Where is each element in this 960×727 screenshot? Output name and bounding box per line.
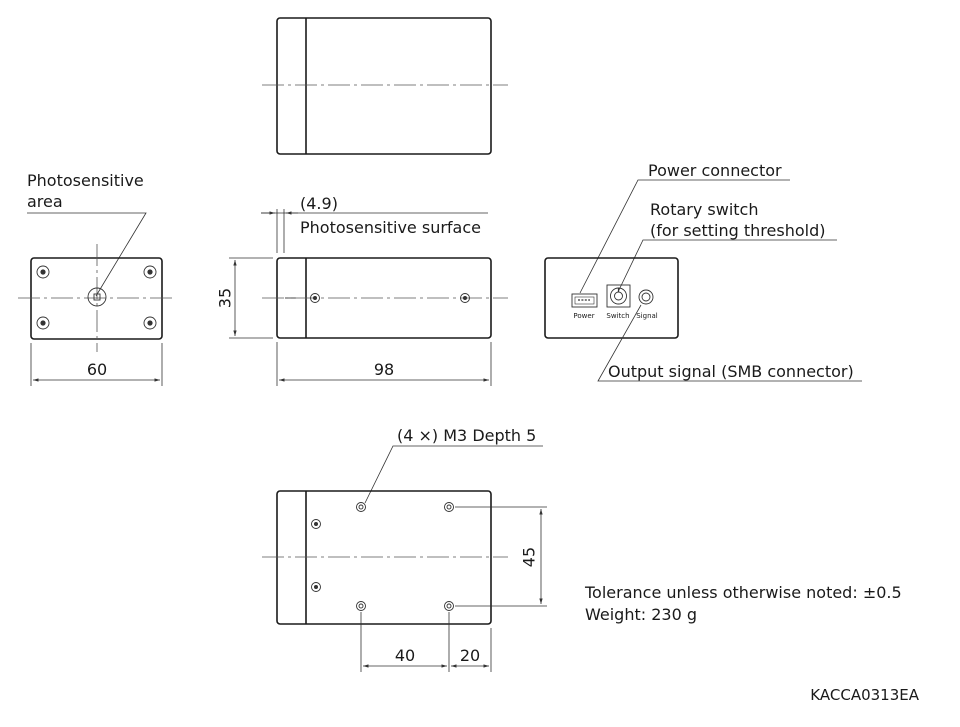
- tolerance-note: Tolerance unless otherwise noted: ±0.5: [584, 583, 902, 602]
- bottom-side-screw: [311, 582, 321, 592]
- height-dimension-value: 35: [216, 288, 235, 308]
- mount-holes-label: (4 ×) M3 Depth 5: [397, 426, 536, 445]
- rotary-switch-label-line1: Rotary switch: [650, 200, 758, 219]
- photosensitive-window: [87, 287, 107, 307]
- power-connector-leader: [579, 179, 790, 294]
- photosensitive-area-leader: [27, 212, 147, 297]
- top-view-body-outline: [276, 17, 492, 155]
- top-view: [262, 17, 508, 155]
- side-view: (4.9) Photosensitive surface 35 98: [216, 194, 508, 386]
- side-screw: [460, 293, 470, 303]
- bottom-view: (4 ×) M3 Depth 5 45 40 20: [262, 426, 547, 672]
- rear-view-body-outline: [544, 257, 679, 339]
- photosensitive-element: [93, 293, 101, 301]
- bottom-view-body-outline: [276, 490, 492, 625]
- rear-view: Power connector Rotary switch (for setti…: [544, 161, 862, 382]
- side-screw: [310, 293, 320, 303]
- mount-holes-leader: [364, 445, 543, 504]
- front-view-screws: [36, 265, 157, 330]
- power-connector-label: Power connector: [648, 161, 782, 180]
- rotary-switch-leader: [617, 239, 837, 293]
- edge-offset-dimension-value: 20: [460, 646, 480, 665]
- panel-label-power: Power: [573, 312, 594, 320]
- m3-mount-holes: [356, 502, 454, 611]
- smb-connector-icon: [638, 289, 654, 305]
- hole-spacing-y-dimension-value: 45: [520, 547, 539, 567]
- width-dimension-value: 60: [87, 360, 107, 379]
- front-view: Photosensitive area 60: [18, 171, 176, 386]
- photosensitive-area-label-line2: area: [27, 192, 63, 211]
- bottom-side-screw: [311, 519, 321, 529]
- photosensitive-surface-label: Photosensitive surface: [300, 218, 481, 237]
- rotary-switch-label-line2: (for setting threshold): [650, 221, 825, 240]
- photosensitive-area-label-line1: Photosensitive: [27, 171, 144, 190]
- length-dimension-value: 98: [374, 360, 394, 379]
- hole-spacing-x-dimension-value: 40: [395, 646, 415, 665]
- output-signal-leader: [597, 304, 862, 382]
- offset-dimension-value: (4.9): [300, 194, 338, 213]
- drawing-code: KACCA0313EA: [810, 686, 919, 704]
- panel-label-signal: Signal: [636, 312, 658, 320]
- power-connector-icon: [571, 293, 598, 308]
- panel-label-switch: Switch: [606, 312, 629, 320]
- output-signal-label: Output signal (SMB connector): [608, 362, 854, 381]
- weight-note: Weight: 230 g: [585, 605, 697, 624]
- front-view-body-outline: [30, 257, 163, 340]
- rotary-switch-icon: [606, 284, 631, 308]
